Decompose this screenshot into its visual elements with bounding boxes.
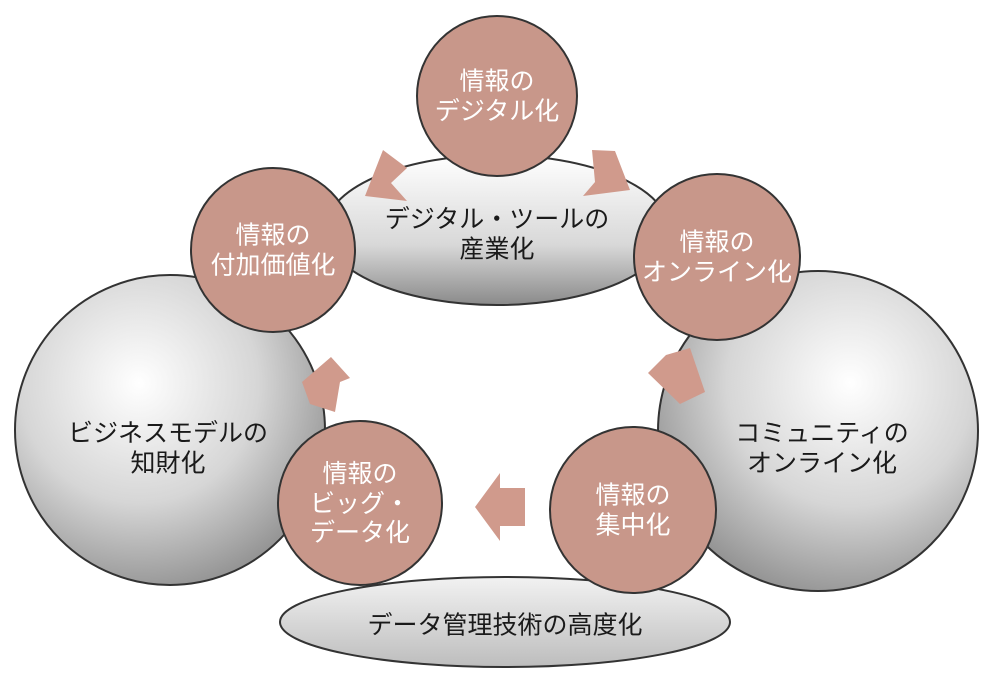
bottom-ellipse-line-1: データ管理技術の高度化 <box>367 610 643 640</box>
node-concentration <box>549 426 717 594</box>
big-data-line-3: データ化 <box>309 517 411 547</box>
top-ellipse-label: デジタル・ツールの 産業化 <box>385 205 610 264</box>
node-digitalization <box>416 15 578 177</box>
value-added-label: 情報の 付加価値化 <box>210 221 335 280</box>
node-online <box>633 173 801 341</box>
right-circle-line-2: オンライン化 <box>746 448 898 477</box>
bottom-ellipse-label: データ管理技術の高度化 <box>367 610 642 640</box>
concentration-line-2: 集中化 <box>595 510 671 539</box>
node-big-data <box>277 420 443 586</box>
digitalization-label: 情報の デジタル化 <box>435 67 560 126</box>
online-line-2: オンライン化 <box>641 257 793 286</box>
arrow-to-value-added <box>302 357 350 412</box>
left-circle-line-1: ビジネスモデルの <box>67 418 269 448</box>
digitalization-line-2: デジタル化 <box>434 96 560 125</box>
value-added-line-1: 情報の <box>235 220 311 250</box>
digitalization-line-1: 情報の <box>459 66 535 96</box>
top-ellipse-line-1: デジタル・ツールの <box>384 204 610 234</box>
left-circle-line-2: 知財化 <box>130 448 206 477</box>
top-ellipse-line-2: 産業化 <box>459 234 535 263</box>
arrow-to-concentration <box>648 348 705 404</box>
right-circle-label: コミュニティの オンライン化 <box>735 419 909 478</box>
node-value-added <box>190 167 356 333</box>
big-data-line-2: ビッグ・ <box>309 488 411 518</box>
online-line-1: 情報の <box>679 227 755 257</box>
left-circle-label: ビジネスモデルの 知財化 <box>68 419 268 478</box>
value-added-line-2: 付加価値化 <box>210 250 336 279</box>
big-data-label: 情報の ビッグ・ データ化 <box>310 459 410 548</box>
concentration-label: 情報の 集中化 <box>595 481 670 540</box>
big-data-line-1: 情報の <box>322 458 398 488</box>
arrow-to-online <box>583 150 630 196</box>
online-label: 情報の オンライン化 <box>642 228 792 287</box>
arrow-to-big-data <box>475 473 525 541</box>
bottom-gray-ellipse <box>279 576 731 668</box>
concentration-line-1: 情報の <box>595 480 671 510</box>
right-circle-line-1: コミュニティの <box>735 418 909 448</box>
arrow-to-digitalization <box>365 150 407 201</box>
